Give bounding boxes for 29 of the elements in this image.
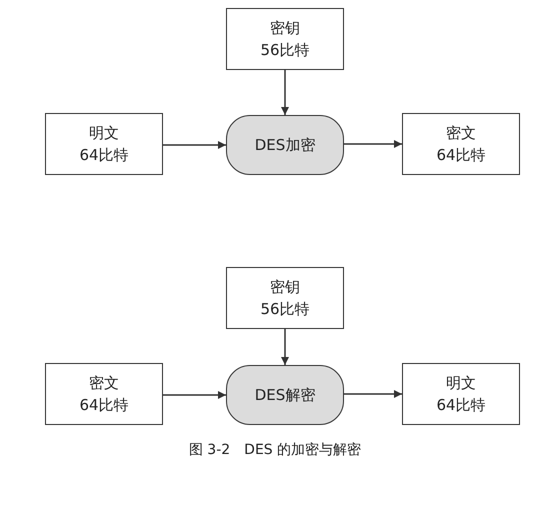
node-text: 密钥 xyxy=(270,18,300,39)
arrow xyxy=(163,141,226,149)
node-text: 64比特 xyxy=(436,395,486,416)
node-text: 56比特 xyxy=(260,299,310,320)
caption: 图 3-2 DES 的加密与解密 xyxy=(188,441,362,460)
node-text: 56比特 xyxy=(260,40,310,61)
arrow xyxy=(163,391,226,399)
data-box xyxy=(226,8,344,70)
node-text: 密文 xyxy=(89,373,119,394)
node-text: 明文 xyxy=(89,123,119,144)
arrow xyxy=(281,70,289,115)
data-box xyxy=(402,363,520,425)
process-pill xyxy=(226,115,344,175)
node-text: 64比特 xyxy=(79,145,129,166)
data-box xyxy=(226,267,344,329)
node-text: 密钥 xyxy=(270,277,300,298)
arrow xyxy=(281,329,289,365)
node-text: 64比特 xyxy=(79,395,129,416)
arrow xyxy=(344,390,402,398)
node-text: 64比特 xyxy=(436,145,486,166)
data-box xyxy=(45,363,163,425)
node-text: 明文 xyxy=(446,373,476,394)
process-pill xyxy=(226,365,344,425)
node-text: DES解密 xyxy=(254,385,316,406)
data-box xyxy=(45,113,163,175)
node-text: 密文 xyxy=(446,123,476,144)
node-text: DES加密 xyxy=(254,135,316,156)
arrow xyxy=(344,140,402,148)
data-box xyxy=(402,113,520,175)
